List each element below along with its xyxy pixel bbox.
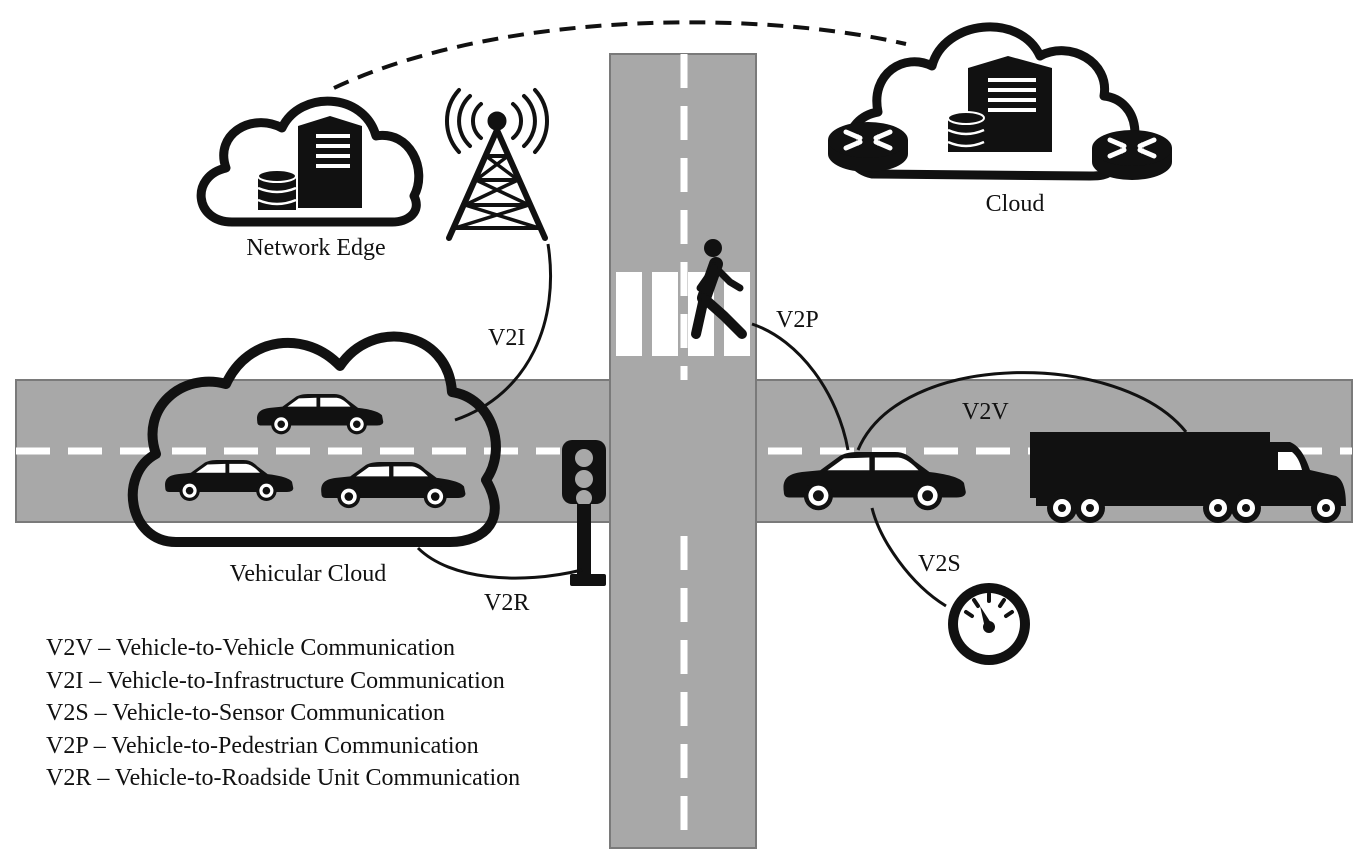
legend-item-v2v: V2V – Vehicle-to-Vehicle Communication bbox=[46, 635, 456, 661]
database-icon bbox=[257, 169, 297, 210]
remote-cloud bbox=[828, 22, 1172, 180]
v2i-label: V2I bbox=[488, 325, 525, 351]
legend-item-v2i: V2I – Vehicle-to-Infrastructure Communic… bbox=[46, 667, 505, 694]
legend-item-v2p: V2P – Vehicle-to-Pedestrian Communicatio… bbox=[46, 732, 479, 759]
cloud-label: Cloud bbox=[986, 191, 1045, 217]
server-icon bbox=[298, 116, 362, 208]
database-icon bbox=[947, 111, 985, 152]
network-edge-cloud bbox=[196, 96, 424, 227]
v2r-link bbox=[416, 546, 583, 580]
network-edge-label: Network Edge bbox=[246, 235, 385, 261]
legend-item-v2r: V2R – Vehicle-to-Roadside Unit Communica… bbox=[46, 765, 521, 791]
legend-item-v2s: V2S – Vehicle-to-Sensor Communication bbox=[46, 700, 445, 726]
v2p-link bbox=[751, 322, 850, 451]
legend: V2V – Vehicle-to-Vehicle Communication V… bbox=[46, 632, 520, 795]
v2v-label: V2V bbox=[962, 399, 1009, 425]
traffic-light-icon bbox=[562, 440, 606, 586]
truck-icon bbox=[1030, 432, 1346, 523]
v2p-label: V2P bbox=[776, 307, 819, 333]
communication-links bbox=[416, 243, 1188, 608]
v2s-link bbox=[870, 507, 947, 608]
v2v-link bbox=[856, 371, 1188, 451]
server-icon bbox=[968, 56, 1052, 152]
router-icon bbox=[828, 122, 908, 172]
v2r-label: V2R bbox=[484, 590, 529, 616]
speedometer-icon bbox=[948, 583, 1030, 665]
router-icon bbox=[1092, 130, 1172, 180]
vehicular-cloud-label: Vehicular Cloud bbox=[230, 561, 387, 587]
v2i-link bbox=[454, 243, 553, 422]
intersection bbox=[611, 381, 755, 521]
pedestrian-icon bbox=[691, 239, 747, 339]
edge-cloud-dashed-link bbox=[333, 20, 907, 90]
cell-tower-icon bbox=[445, 88, 549, 241]
v2s-label: V2S bbox=[918, 551, 961, 577]
vehicular-cloud bbox=[127, 331, 501, 547]
